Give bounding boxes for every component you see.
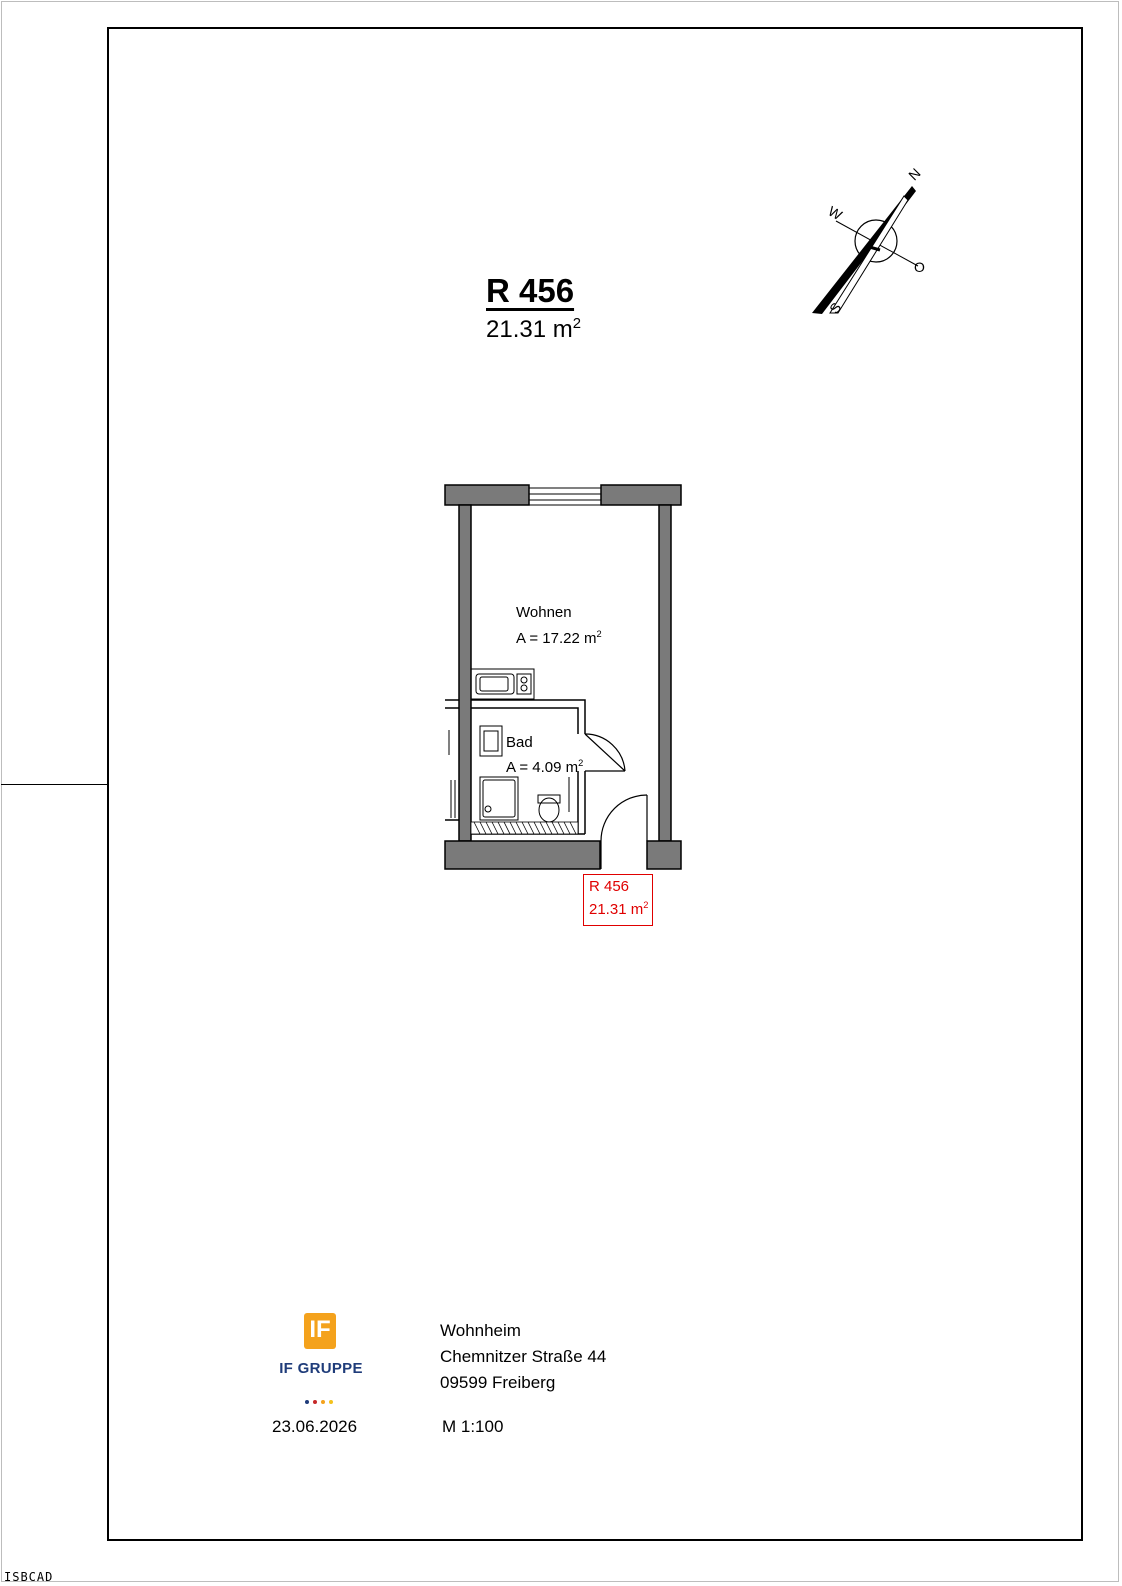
logo-mark: IF [304, 1313, 336, 1349]
plan-scale: M 1:100 [442, 1417, 504, 1436]
room-total-area: 21.31 m2 [486, 316, 581, 343]
building-name: Wohnheim [440, 1321, 521, 1340]
logo-dots [305, 1391, 337, 1409]
drawing-frame [107, 27, 1083, 1541]
compass-east: O [914, 259, 925, 275]
room-tag-number: R 456 [589, 878, 630, 895]
room-area-wohnen: A = 17.22 m2 [516, 629, 602, 647]
plan-date: 23.06.2026 [272, 1417, 358, 1436]
logo-brand: IF GRUPPE [279, 1360, 363, 1377]
window [529, 487, 601, 506]
room-label-bad: Bad [506, 734, 533, 751]
room-number-title: R 456 [486, 272, 575, 309]
room-tag: R 456 21.31 m2 [583, 874, 653, 926]
compass-icon [812, 186, 919, 314]
software-label: ISBCAD [4, 1570, 54, 1584]
entrance-door [600, 794, 648, 869]
walls [444, 484, 682, 870]
fold-mark [1, 784, 107, 785]
room-label-wohnen: Wohnen [516, 604, 572, 621]
company-logo: IF IF GRUPPE [272, 1308, 366, 1404]
street-address: Chemnitzer Straße 44 [440, 1347, 607, 1366]
compass-west: W [825, 203, 845, 224]
compass-north: N [905, 165, 923, 183]
city-address: 09599 Freiberg [440, 1373, 556, 1392]
room-tag-area: 21.31 m2 [589, 900, 649, 918]
bathroom-door [584, 733, 626, 772]
kitchenette [470, 668, 535, 700]
room-area-bad: A = 4.09 m2 [506, 758, 584, 776]
heater-strip [470, 821, 579, 835]
